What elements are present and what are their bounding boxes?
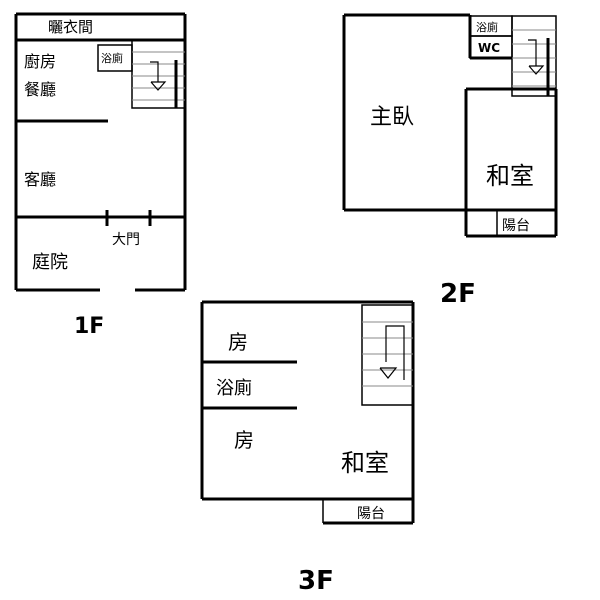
- floor-label-1f: 1F: [74, 314, 104, 339]
- floor-2f: 浴廁 WC 主臥 和室 陽台 2F: [342, 13, 558, 309]
- room-bath-2f: 浴廁: [476, 20, 498, 34]
- stair-arrow-icon: [385, 325, 405, 380]
- room-kitchen: 廚房: [24, 52, 56, 71]
- room-dining: 餐廳: [24, 80, 56, 99]
- room-balcony-3f: 陽台: [357, 506, 385, 522]
- room-bedroom-3f-top: 房: [228, 330, 248, 354]
- room-courtyard: 庭院: [32, 252, 68, 273]
- stair-arrow-icon: [150, 61, 159, 82]
- stair-2f: [512, 29, 556, 96]
- floor-label-3f: 3F: [298, 566, 334, 596]
- room-wc: WC: [478, 41, 500, 55]
- room-bath-1f: 浴廁: [101, 51, 123, 65]
- room-japanese-3f: 和室: [341, 449, 389, 477]
- room-bedroom-3f-bottom: 房: [234, 428, 254, 452]
- floor-3f: 房 浴廁 房 和室 陽台 3F: [200, 300, 415, 596]
- stair-3f: [362, 321, 413, 387]
- stair-arrow-icon: [528, 39, 537, 66]
- stair-1f: [132, 51, 185, 108]
- floor-label-2f: 2F: [440, 279, 476, 309]
- room-balcony-2f: 陽台: [502, 218, 530, 234]
- room-living: 客廳: [24, 170, 56, 189]
- label-main-door: 大門: [112, 232, 140, 248]
- room-laundry: 曬衣間: [48, 18, 93, 36]
- room-japanese-2f: 和室: [486, 162, 534, 190]
- room-master-bedroom: 主臥: [370, 105, 414, 130]
- floor-1f: 曬衣間 廚房 餐廳 浴廁 客廳 大門 庭院 1F: [14, 12, 187, 339]
- room-bath-3f: 浴廁: [216, 377, 252, 399]
